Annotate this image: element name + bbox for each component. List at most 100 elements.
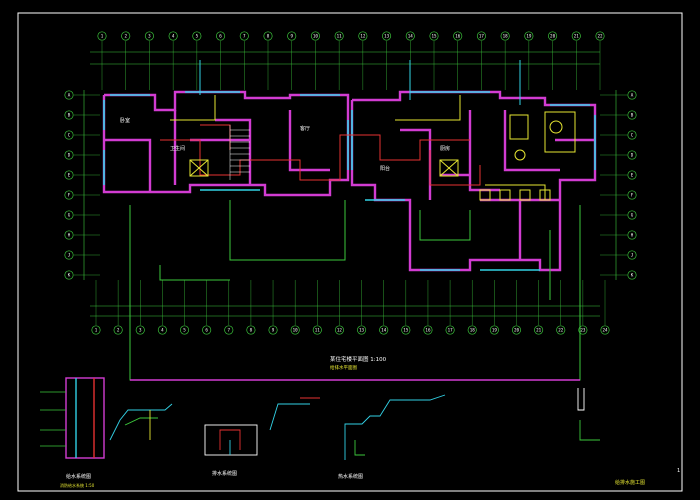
bottom-axis-label: 17 [448, 328, 454, 333]
left-axis-bubble [64, 210, 74, 220]
detail-right-title: 热水系统图 [338, 473, 363, 480]
left-axis-label: F [68, 193, 71, 198]
bottom-axis-label: 1 [95, 328, 98, 333]
right-axis-label: G [631, 213, 634, 218]
top-axis-label: 2 [124, 34, 127, 39]
left-axis-bubble [64, 170, 74, 180]
bottom-axis-bubble [224, 325, 234, 335]
detail-mid-title: 排水系统图 [212, 470, 237, 477]
top-axis-bubble [168, 31, 178, 41]
bottom-axis-label: 7 [228, 328, 231, 333]
top-axis-bubble [216, 31, 226, 41]
bottom-axis-label: 9 [272, 328, 275, 333]
right-axis-label: C [631, 133, 634, 138]
top-axis-bubble [334, 31, 344, 41]
right-axis-label: K [631, 273, 634, 278]
top-axis-bubble [476, 31, 486, 41]
bottom-axis-bubble [489, 325, 499, 335]
left-axis-bubble [64, 230, 74, 240]
top-axis-bubble [310, 31, 320, 41]
right-axis-bubble [627, 90, 637, 100]
top-axis-label: 10 [313, 34, 319, 39]
left-axis-bubble [64, 130, 74, 140]
right-axis-bubble [627, 270, 637, 280]
top-axis-label: 13 [384, 34, 390, 39]
right-axis-label: E [631, 173, 634, 178]
right-axis-label: D [631, 153, 634, 158]
bottom-axis-bubble [511, 325, 522, 335]
top-axis-bubble [382, 31, 392, 41]
top-axis-label: 1 [101, 34, 104, 39]
windows [103, 91, 596, 271]
bottom-axis-label: 16 [425, 328, 431, 333]
top-axis-bubble [121, 31, 131, 41]
left-axis-label: G [68, 213, 71, 218]
bottom-axis-label: 5 [183, 328, 186, 333]
top-axis-bubble [571, 31, 581, 41]
room-labels: 卧室 客厅 卫生间 厨房 阳台 [120, 117, 450, 172]
bottom-axis-bubble [179, 325, 190, 335]
bottom-axis-bubble [246, 325, 256, 335]
bottom-axis-bubble [312, 325, 322, 335]
top-axis-label: 15 [431, 34, 437, 39]
room-label: 阳台 [380, 165, 390, 172]
axis-grid [74, 41, 627, 325]
sheet-name: 给排水施工图 [615, 479, 645, 486]
bottom-axis-label: 18 [470, 328, 476, 333]
bottom-axis-label: 22 [558, 328, 564, 333]
bottom-axis-label: 21 [536, 328, 542, 333]
top-axis-bubble [500, 31, 510, 41]
top-axis-label: 12 [360, 34, 366, 39]
top-axis-bubble [287, 31, 297, 41]
sheet-number: 1 [677, 468, 680, 474]
left-axis-label: K [68, 273, 71, 278]
bottom-axis-label: 15 [403, 328, 409, 333]
plan-subtitle: 给排水平面图 [330, 364, 357, 371]
top-axis-label: 21 [574, 34, 580, 39]
bottom-axis-label: 11 [315, 328, 321, 333]
top-axis-label: 22 [597, 34, 603, 39]
left-axis-label: C [68, 133, 71, 138]
fixtures [189, 111, 576, 201]
room-label: 客厅 [300, 125, 310, 132]
top-axis-bubble [595, 31, 605, 41]
right-axis-bubble [627, 170, 637, 180]
bottom-axis-label: 24 [602, 328, 608, 333]
top-axis-bubble [429, 31, 439, 41]
bottom-axis-bubble [423, 325, 433, 335]
right-axis-label: F [631, 193, 634, 198]
top-axis-label: 16 [455, 34, 461, 39]
right-axis-label: B [631, 113, 634, 118]
left-axis-label: A [68, 93, 71, 98]
top-axis-label: 18 [503, 34, 509, 39]
right-axis-bubble [627, 110, 637, 120]
plan-title: 某住宅楼平面图 1:100 [330, 355, 387, 363]
bottom-axis-label: 10 [293, 328, 299, 333]
room-label: 卧室 [120, 117, 130, 124]
top-axis-label: 5 [196, 34, 199, 39]
bottom-axis-bubble [578, 325, 588, 335]
right-axis-bubble [627, 250, 637, 260]
top-axis-bubble [548, 31, 558, 41]
detail-left-subtitle: 消防给水系统 1:50 [60, 482, 95, 488]
bottom-axis-bubble [334, 325, 344, 335]
right-axis-label: H [631, 233, 634, 238]
stair [229, 125, 250, 180]
top-axis-label: 9 [290, 34, 293, 39]
walls [102, 90, 597, 272]
detail-iso [109, 388, 600, 460]
top-axis-label: 8 [267, 34, 270, 39]
top-axis-label: 4 [172, 34, 175, 39]
bottom-axis-bubble [91, 325, 101, 335]
bottom-axis-bubble [379, 325, 389, 335]
right-axis-bubble [627, 150, 637, 160]
top-axis-label: 14 [408, 34, 414, 39]
left-axis-bubble [64, 90, 74, 100]
top-axis-bubble [405, 31, 415, 41]
right-axis-label: J [631, 253, 634, 258]
room-label: 卫生间 [170, 145, 185, 152]
right-axis-label: A [631, 93, 634, 98]
